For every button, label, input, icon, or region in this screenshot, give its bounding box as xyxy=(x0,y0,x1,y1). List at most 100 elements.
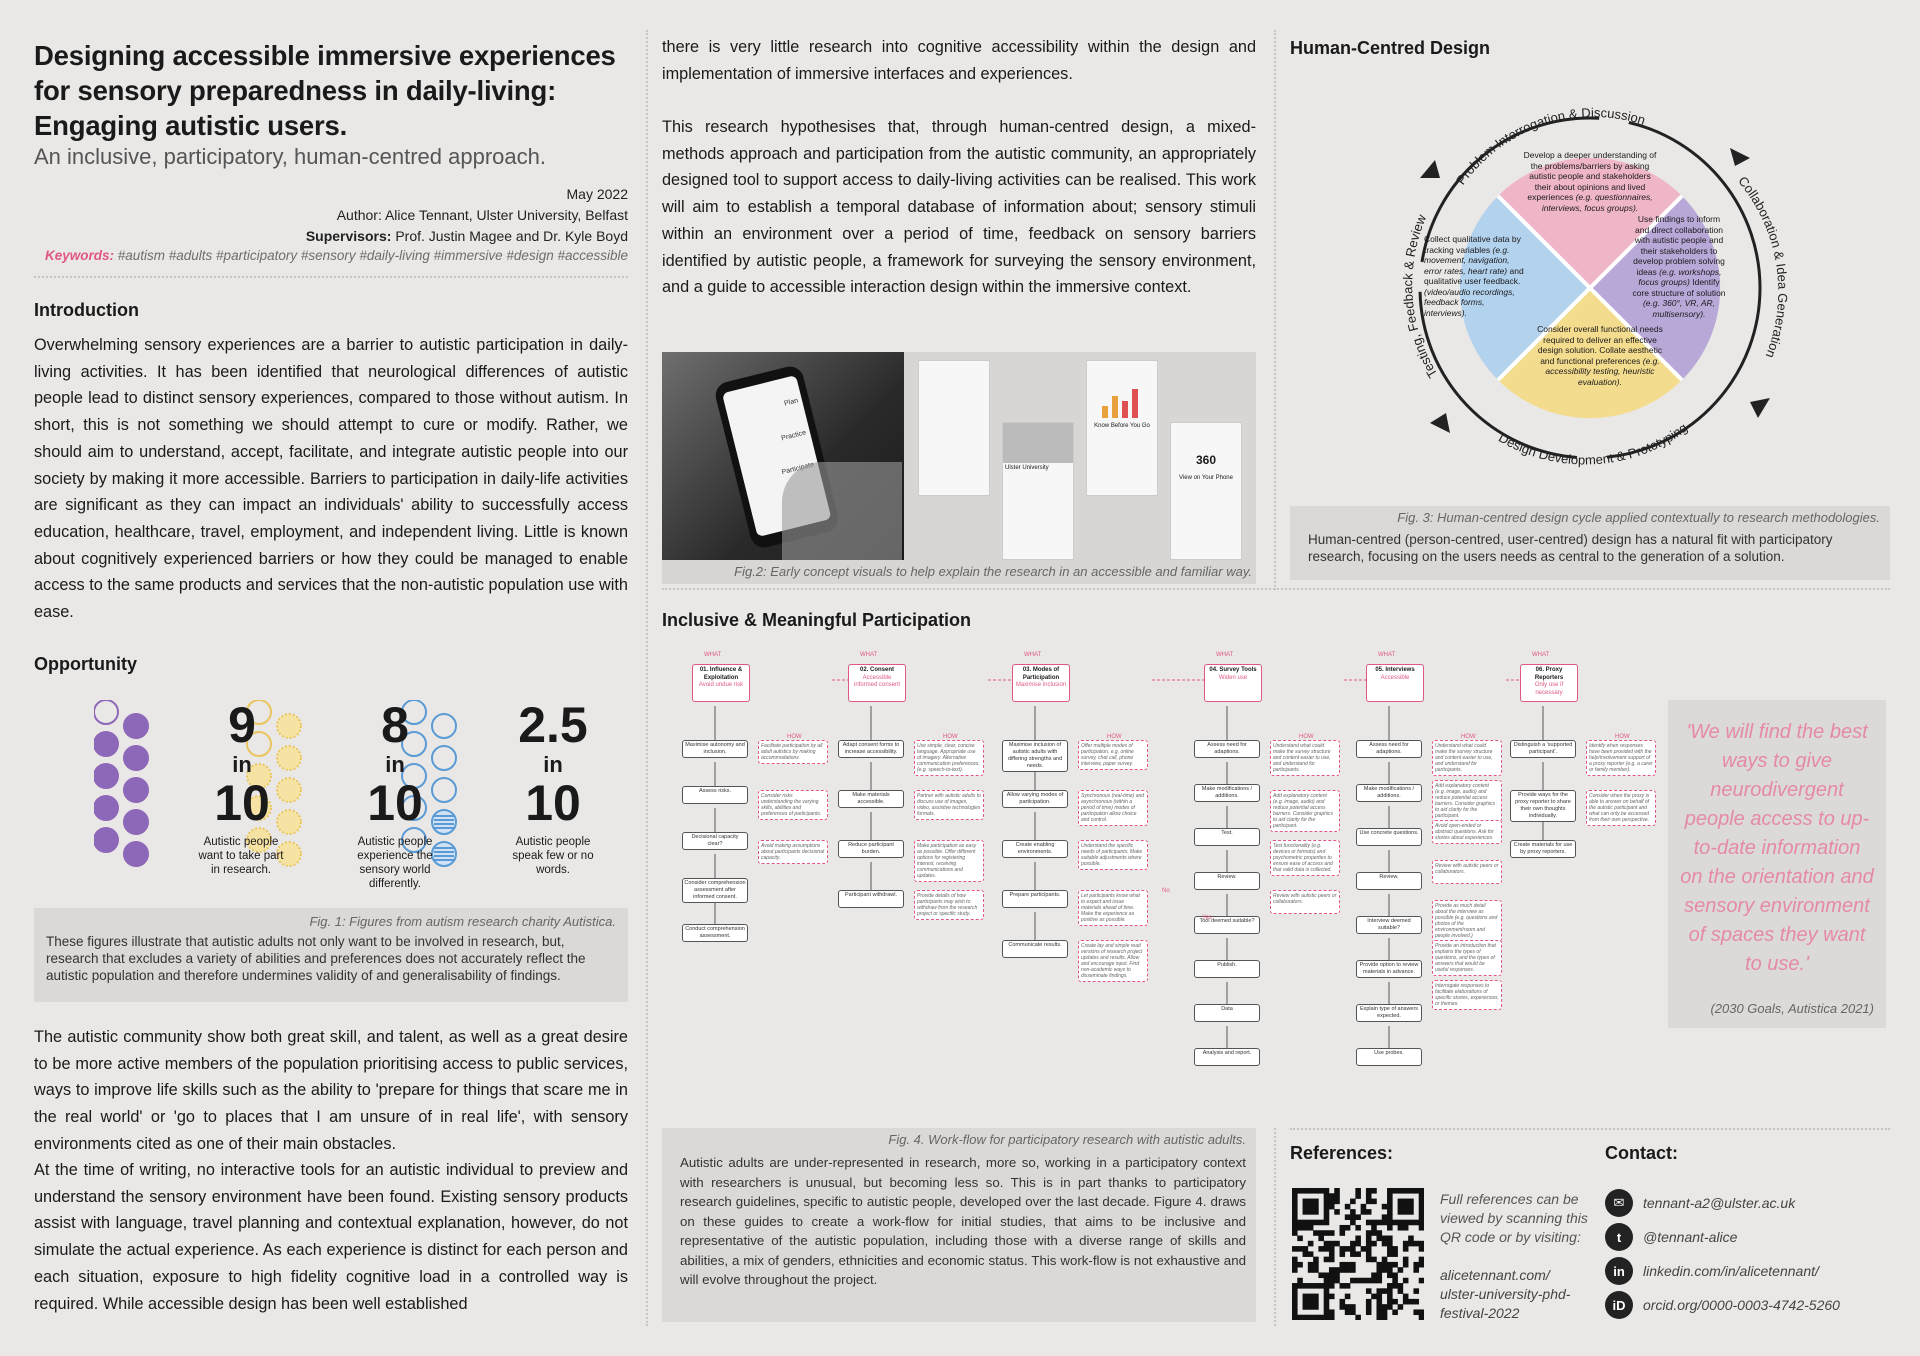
qr-module xyxy=(1307,1298,1314,1305)
person-dot xyxy=(401,827,427,853)
qr-module xyxy=(1387,1193,1393,1199)
qr-module xyxy=(1387,1209,1393,1215)
workflow-step: Maximise inclusion of autistic adults wi… xyxy=(1002,740,1068,772)
col2-text-1: there is very little research into cogni… xyxy=(662,38,1256,83)
qr-module xyxy=(1292,1261,1298,1268)
qr-module xyxy=(1292,1288,1298,1294)
qr-module xyxy=(1339,1298,1346,1305)
qr-module xyxy=(1413,1267,1420,1273)
qr-module xyxy=(1318,1246,1324,1252)
workflow-note: Understand what could make the survey st… xyxy=(1270,740,1340,776)
how-label: HOW xyxy=(1299,734,1314,740)
opportunity-heading: Opportunity xyxy=(34,654,137,674)
qr-module xyxy=(1371,1272,1377,1279)
qr-module xyxy=(1413,1288,1420,1294)
qr-module xyxy=(1297,1235,1303,1242)
col2-text-2: This research hypothesises that, through… xyxy=(662,118,1256,297)
qr-module xyxy=(1328,1309,1335,1316)
qr-module xyxy=(1365,1235,1372,1242)
qr-module xyxy=(1408,1188,1414,1194)
qr-module xyxy=(1376,1304,1383,1310)
poster-subtitle: An inclusive, participatory, human-centr… xyxy=(34,144,546,169)
qr-module xyxy=(1292,1309,1298,1316)
arrow-icon xyxy=(1750,398,1770,418)
qr-module xyxy=(1313,1219,1319,1226)
qr-module xyxy=(1302,1188,1309,1194)
stat1-den: 10 xyxy=(214,775,270,831)
arrow-icon xyxy=(1420,160,1440,178)
qr-module xyxy=(1402,1198,1409,1205)
qr-module xyxy=(1323,1293,1330,1300)
how-label: HOW xyxy=(787,734,802,740)
qr-module xyxy=(1402,1293,1409,1300)
person-dot xyxy=(94,700,119,725)
stat3-num: 2.5 xyxy=(518,697,588,753)
qr-module xyxy=(1408,1240,1414,1247)
person-dot xyxy=(123,841,149,867)
person-dot xyxy=(123,745,149,771)
fig1-caption-box: Fig. 1: Figures from autism research cha… xyxy=(34,908,628,1002)
author-line: Author: Alice Tennant, Ulster University… xyxy=(336,207,628,223)
app-screen-building: Ulster University xyxy=(1002,422,1074,560)
qr-module xyxy=(1371,1256,1377,1263)
qr-module xyxy=(1392,1272,1398,1279)
qr-module xyxy=(1397,1209,1404,1215)
contact-email[interactable]: ✉tennant-a2@ulster.ac.uk xyxy=(1605,1188,1795,1218)
qr-module xyxy=(1323,1246,1330,1252)
qr-module xyxy=(1292,1219,1298,1226)
qr-module xyxy=(1350,1277,1356,1284)
date: May 2022 xyxy=(566,186,628,202)
workflow-step: Use concrete questions. xyxy=(1356,828,1422,846)
what-label: WHAT xyxy=(1378,652,1396,658)
qr-module xyxy=(1323,1298,1330,1305)
qr-module xyxy=(1381,1261,1388,1268)
workflow-note: Provide an introduction that explains th… xyxy=(1432,940,1502,976)
supervisors-line: Supervisors: Prof. Justin Magee and Dr. … xyxy=(305,228,628,244)
stage-subtitle: Avoid undue risk xyxy=(698,682,744,688)
qr-module xyxy=(1344,1283,1351,1289)
person-dot xyxy=(401,700,427,725)
qr-module xyxy=(1350,1267,1356,1273)
qr-module xyxy=(1376,1288,1383,1294)
person-dot xyxy=(276,809,302,835)
qr-module xyxy=(1328,1203,1335,1210)
qr-module xyxy=(1381,1219,1388,1226)
svg-text:Design Development & Prototypi: Design Development & Prototyping xyxy=(1496,420,1690,468)
qr-module xyxy=(1376,1261,1383,1268)
qr-code[interactable] xyxy=(1292,1188,1424,1320)
yes-label: Yes xyxy=(1202,915,1212,921)
qr-module xyxy=(1402,1277,1409,1284)
references-url[interactable]: alicetennant.com/ ulster-university-phd-… xyxy=(1440,1267,1571,1321)
qr-module xyxy=(1392,1277,1398,1284)
quadrant-top-text: Develop a deeper understanding of the pr… xyxy=(1523,150,1657,213)
qr-module xyxy=(1313,1293,1319,1300)
workflow-connectors xyxy=(714,679,1544,1048)
qr-module xyxy=(1350,1304,1356,1310)
quote-text: 'We will find the best ways to give neur… xyxy=(1680,721,1874,975)
qr-module xyxy=(1387,1198,1393,1205)
workflow-step: Make modifications / additions. xyxy=(1194,784,1260,802)
qr-module xyxy=(1381,1256,1388,1263)
qr-module xyxy=(1418,1277,1424,1284)
qr-module xyxy=(1307,1283,1314,1289)
stage-title: 04. Survey Tools xyxy=(1209,667,1257,673)
workflow-step: Explain type of answers expected. xyxy=(1356,1004,1422,1022)
workflow-step: Distinguish a 'supported participant'. xyxy=(1510,740,1576,758)
contact-twitter[interactable]: t@tennant-alice xyxy=(1605,1222,1737,1252)
stat3-den: 10 xyxy=(525,775,581,831)
qr-module xyxy=(1323,1193,1330,1199)
workflow-step: Test. xyxy=(1194,828,1260,846)
qr-module xyxy=(1307,1267,1314,1273)
qr-module xyxy=(1313,1256,1319,1263)
qr-module xyxy=(1376,1293,1383,1300)
qr-module xyxy=(1418,1193,1424,1199)
qr-module xyxy=(1302,1293,1309,1300)
qr-module xyxy=(1418,1188,1424,1194)
qr-module xyxy=(1408,1235,1414,1242)
email-icon: ✉ xyxy=(1605,1189,1633,1217)
qr-module xyxy=(1397,1224,1404,1231)
